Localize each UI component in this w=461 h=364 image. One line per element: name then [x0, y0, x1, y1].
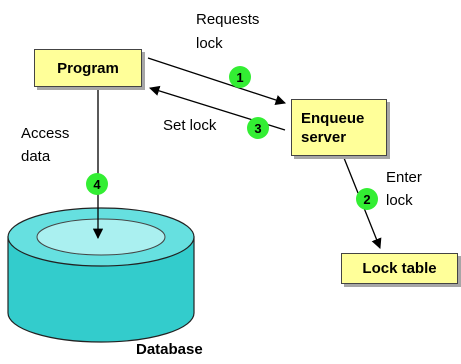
step-badge-1: 1 — [229, 66, 251, 88]
enter-lock-label-line-1: Enter — [386, 169, 422, 186]
enqueue-server-box: Enqueue server — [291, 99, 387, 156]
step-badge-3: 3 — [247, 117, 269, 139]
lock-table-box: Lock table — [341, 253, 458, 284]
database-label: Database — [136, 341, 203, 358]
requests-lock-label-line-1: Requests — [196, 11, 260, 28]
step-number-1: 1 — [236, 70, 243, 85]
program-box: Program — [34, 49, 142, 87]
lock-table-label: Lock table — [362, 260, 437, 277]
database-cylinder — [7, 207, 195, 343]
access-data-label-line-2: data — [21, 148, 51, 165]
step-number-3: 3 — [254, 121, 261, 136]
set-lock-label: Set lock — [163, 117, 217, 134]
enqueue-server-label-line-1: Enqueue — [301, 109, 365, 127]
step-number-4: 4 — [93, 177, 101, 192]
edge-request-lock — [147, 57, 286, 106]
enqueue-server-label-line-2: server — [301, 128, 347, 146]
step-badge-2: 2 — [356, 188, 378, 210]
access-data-label-line-1: Access — [21, 125, 70, 142]
requests-lock-label-line-2: lock — [196, 35, 223, 52]
database-body — [7, 236, 195, 343]
program-label: Program — [57, 59, 119, 77]
database-top-inner — [36, 218, 166, 256]
enter-lock-label-line-2: lock — [386, 192, 413, 209]
step-badge-4: 4 — [86, 173, 108, 195]
step-number-2: 2 — [363, 192, 370, 207]
